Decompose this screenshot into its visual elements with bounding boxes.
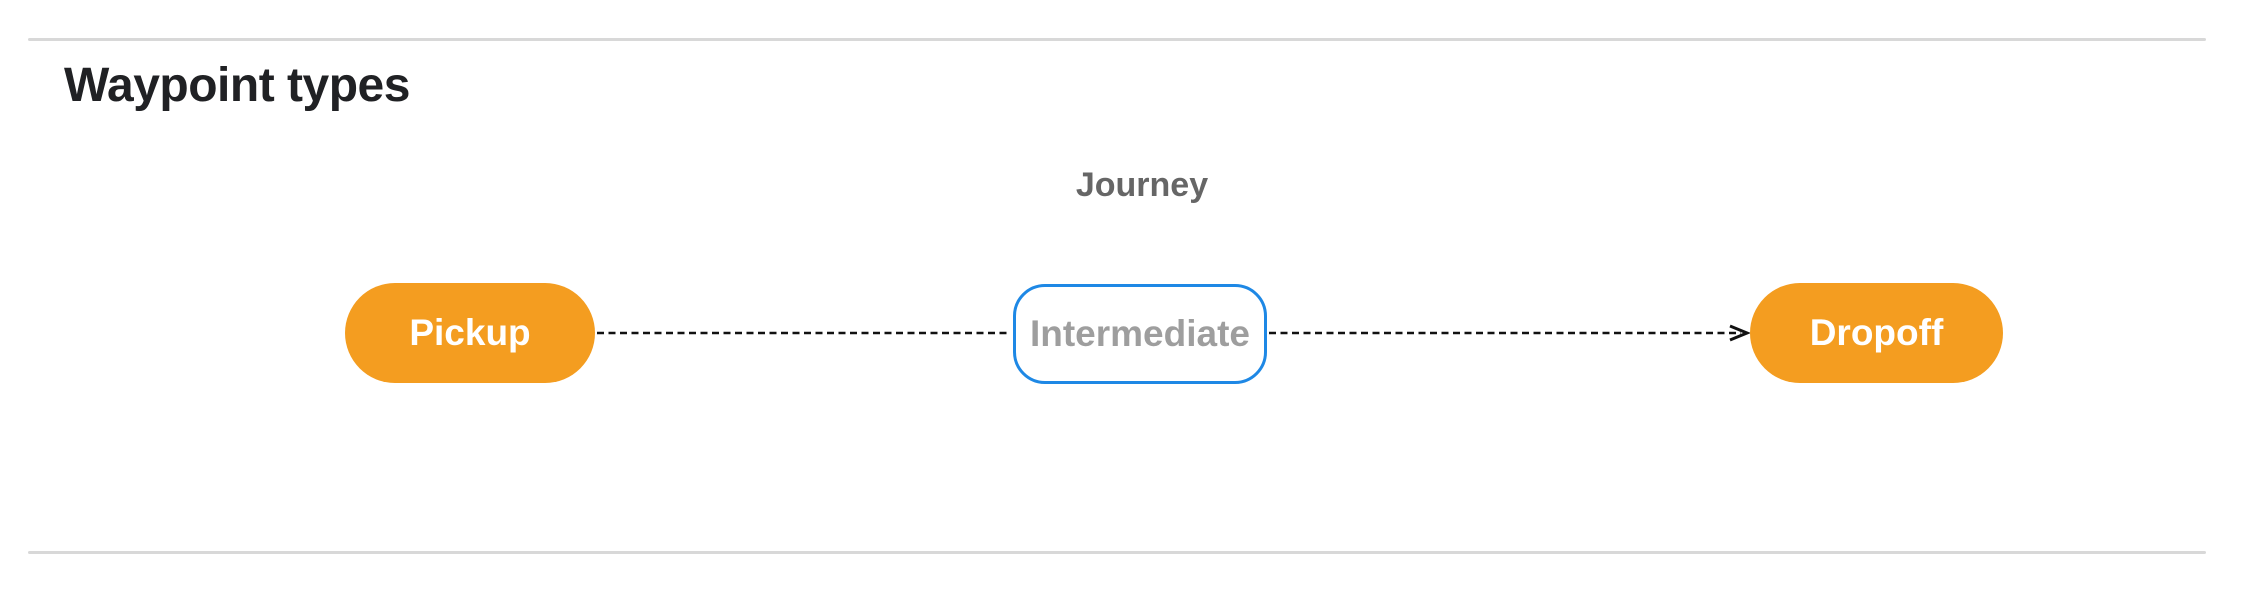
node-intermediate-label: Intermediate bbox=[1029, 313, 1250, 354]
node-pickup-label: Pickup bbox=[409, 312, 531, 353]
node-intermediate: Intermediate bbox=[1013, 284, 1267, 384]
node-dropoff: Dropoff bbox=[1750, 283, 2003, 383]
arrowhead-icon bbox=[1729, 324, 1751, 342]
journey-group-label: Journey bbox=[1075, 166, 1209, 204]
node-dropoff-label: Dropoff bbox=[1809, 312, 1944, 353]
node-pickup: Pickup bbox=[345, 283, 595, 383]
bottom-divider bbox=[28, 551, 2206, 554]
top-divider bbox=[28, 38, 2206, 41]
page-title: Waypoint types bbox=[64, 59, 410, 112]
